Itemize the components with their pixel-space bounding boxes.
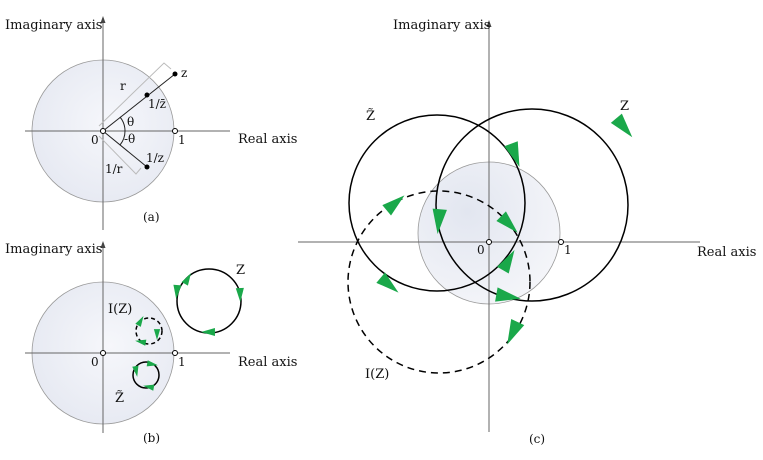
arrow-c-iz-right [497, 250, 515, 274]
imag-axis-arrowhead-a [100, 16, 106, 23]
ray-to-z [102, 73, 176, 132]
zconj-label-b: Z̃ [115, 390, 124, 406]
arrow-c-zt-lower-left [376, 272, 399, 293]
one-point-c [558, 239, 564, 245]
imag-axis-arrowhead-b [100, 241, 106, 248]
inv-r-label: 1/r [105, 162, 123, 176]
curve-z-c [435, 108, 629, 302]
arrow-c-zt-upper-left [382, 195, 405, 216]
panel-c: Imaginary axis Real axis 0 1 Z Z̃ I(Z) (… [298, 18, 756, 446]
origin-point-a [100, 128, 106, 134]
y-axis-label-b: Imaginary axis [5, 242, 102, 257]
inv-conj-z-label: 1/z̄ [148, 97, 166, 111]
one-point-a [172, 128, 178, 134]
theta-arc [119, 116, 126, 132]
arrow-b-z-bottom [201, 327, 215, 337]
arrow-c-iz-lower-right [507, 318, 525, 345]
y-axis-label-a: Imaginary axis [5, 18, 102, 33]
curve-zconj-b [132, 361, 160, 389]
arrow-b-z-left [173, 284, 182, 299]
panel-a: Imaginary axis Real axis 0 1 z r 1/z̄ θ … [5, 16, 297, 230]
arrow-c-z-upper [504, 141, 520, 168]
bracket-inv-r [98, 135, 142, 175]
z-label-c: Z [620, 99, 629, 114]
panel-b: Imaginary axis Real axis 0 1 Z I(Z) Z̃ (… [5, 241, 297, 445]
curve-zconj-c [348, 114, 526, 292]
caption-a: (a) [143, 210, 160, 224]
one-point-b [172, 350, 178, 356]
arrow-b-iz-top [135, 315, 144, 327]
arrow-c-z-left [432, 208, 447, 234]
x-axis-label-c: Real axis [697, 245, 756, 260]
arrow-c-zt-right [496, 211, 518, 233]
z-label-b: Z [236, 263, 245, 278]
point-inv-conj-z [144, 92, 150, 98]
neg-theta-label: -θ [124, 132, 135, 146]
x-axis-label-b: Real axis [238, 355, 297, 370]
origin-point-b [100, 350, 106, 356]
inv-z-label: 1/z [146, 151, 164, 165]
zconj-label-c: Z̃ [366, 108, 375, 124]
x-axis-label-a: Real axis [238, 132, 297, 147]
y-axis-label-c: Imaginary axis [393, 18, 490, 33]
arrow-c-z-bottom [495, 287, 521, 302]
iz-label-b: I(Z) [108, 302, 132, 317]
curve-iz-b [135, 317, 163, 345]
point-inv-z [144, 164, 150, 170]
arrow-b-zt-left [132, 365, 139, 377]
neg-theta-arc [119, 130, 126, 146]
caption-c: (c) [529, 432, 545, 446]
point-z [172, 71, 178, 77]
direction-arrows [132, 113, 633, 391]
origin-point-c [486, 239, 492, 245]
arrow-b-z-top [181, 273, 191, 286]
arrow-b-zt-bottom [143, 384, 155, 391]
one-label-b: 1 [178, 355, 186, 369]
z-label-a: z [181, 66, 187, 80]
arrow-b-zt-top [146, 360, 158, 367]
r-label: r [120, 79, 126, 93]
bracket-r [98, 62, 172, 127]
curve-iz-c [347, 190, 531, 374]
origin-label-a: 0 [91, 133, 99, 147]
iz-label-c: I(Z) [365, 367, 389, 382]
origin-label-b: 0 [91, 355, 99, 369]
ray-to-inv-z [102, 130, 148, 168]
arrow-b-z-right [235, 287, 244, 302]
theta-label: θ [127, 115, 134, 129]
origin-label-c: 0 [477, 243, 485, 257]
arrow-c-z-upper-right [610, 113, 633, 138]
caption-b: (b) [143, 431, 160, 445]
arrow-b-iz-bottom [135, 339, 147, 346]
one-label-c: 1 [564, 243, 572, 257]
imag-axis-arrowhead-c [486, 20, 492, 27]
one-label-a: 1 [178, 133, 186, 147]
arrow-b-iz-right [153, 329, 161, 340]
